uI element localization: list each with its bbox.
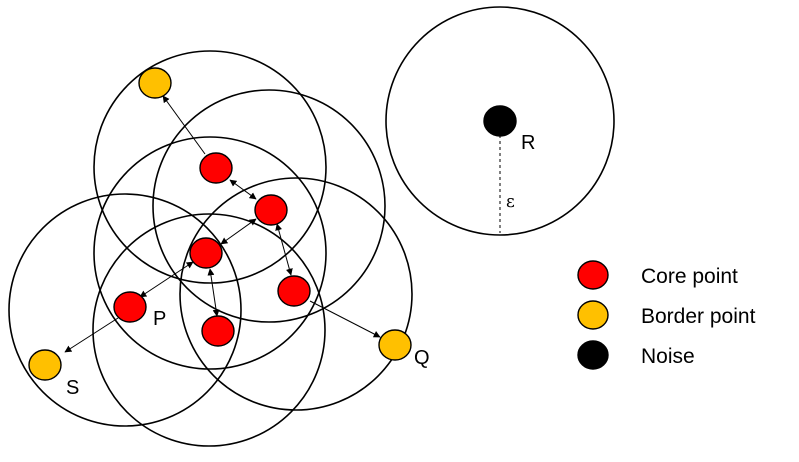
arrow-core2-core4 [275, 223, 293, 276]
neighborhood-circle-left [8, 193, 242, 427]
border-points [28, 67, 412, 381]
arrow-core3-corep [139, 261, 194, 298]
point-label-s: S [66, 377, 79, 399]
arrow-core4-to-border-q [309, 300, 381, 338]
arrow-core1-core2 [229, 179, 257, 200]
core-point [189, 237, 223, 269]
core-points [113, 152, 311, 347]
neighborhood-circles [8, 6, 615, 447]
border-point-top [138, 67, 172, 99]
arrow-corep-to-border-s [64, 317, 119, 353]
legend-border-label: Border point [641, 305, 756, 328]
border-point-s [28, 349, 62, 381]
core-point [201, 315, 235, 347]
point-label-q: Q [414, 347, 430, 369]
legend-core-swatch [577, 260, 609, 290]
legend-border-swatch [577, 300, 609, 330]
core-point-p [113, 291, 147, 323]
core-point [199, 152, 233, 184]
noise-point-r [483, 105, 517, 137]
neighborhood-circle-bottom [92, 213, 326, 447]
legend-core-label: Core point [641, 265, 738, 288]
neighborhood-circle-noise [385, 6, 615, 236]
arrow-core1-to-border-top [162, 95, 206, 155]
legend: Core point Border point Noise [577, 260, 756, 370]
arrow-core2-core3 [220, 218, 257, 245]
core-point [277, 275, 311, 307]
epsilon-label: ε [506, 192, 515, 212]
core-point [254, 194, 288, 226]
point-label-r: R [521, 132, 535, 154]
arrow-core3-core5 [207, 268, 220, 317]
border-point-q [378, 329, 412, 361]
reachability-arrows [64, 95, 381, 353]
point-label-p: P [153, 308, 166, 330]
neighborhood-circle-middle [93, 136, 327, 370]
neighborhood-circle-upper-right [152, 89, 386, 323]
legend-noise-swatch [577, 340, 609, 370]
legend-noise-label: Noise [641, 345, 695, 368]
